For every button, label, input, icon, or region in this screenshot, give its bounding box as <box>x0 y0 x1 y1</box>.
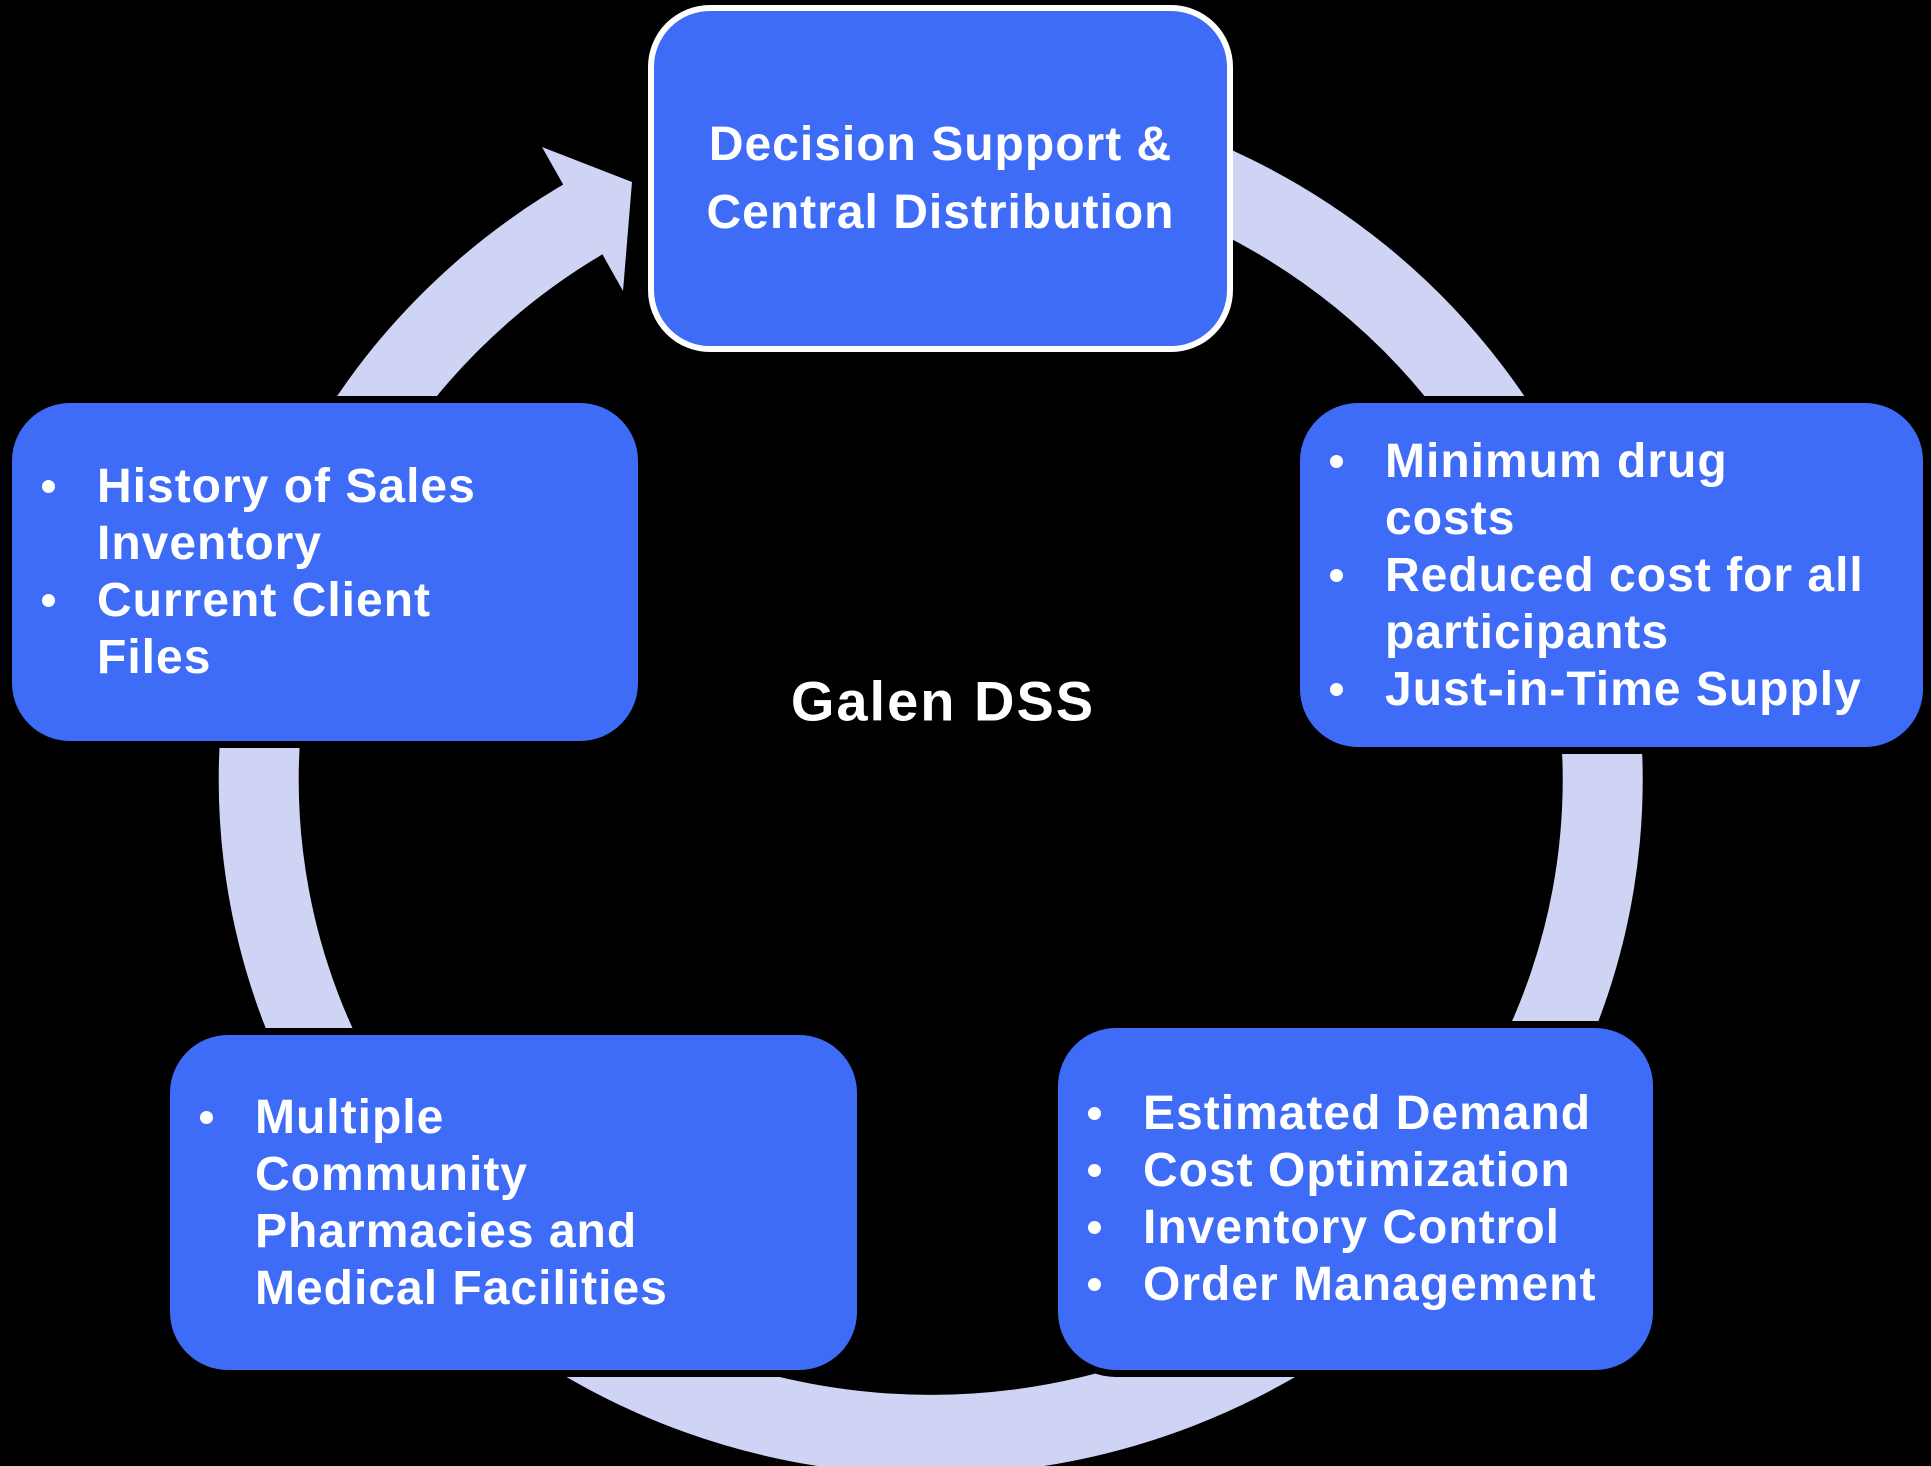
diagram-title: Galen DSS <box>790 669 1096 733</box>
list-item: Order Management <box>1088 1256 1633 1313</box>
bullet-dot-icon <box>1088 1107 1101 1120</box>
list-item: Inventory Control <box>1088 1199 1633 1256</box>
list-item: Current Client Files <box>42 572 618 686</box>
bullet-text: Current Client Files <box>97 574 432 684</box>
bullet-text: Estimated Demand <box>1143 1087 1592 1140</box>
bullet-text: Order Management <box>1143 1258 1597 1311</box>
list-item: Multiple Community Pharmacies and Medica… <box>200 1089 837 1317</box>
bullet-text: Minimum drug costs <box>1385 434 1728 545</box>
list-item: Just-in-Time Supply <box>1330 661 1903 718</box>
bullet-text: Cost Optimization <box>1143 1144 1571 1197</box>
bullet-dot-icon <box>1088 1278 1101 1291</box>
bullet-dot-icon <box>1330 454 1343 468</box>
bullet-dot-icon <box>42 480 55 493</box>
list-item: Estimated Demand <box>1088 1085 1633 1142</box>
bullet-text: History of Sales Inventory <box>97 460 476 570</box>
bullet-text: Reduced cost for all participants <box>1385 548 1864 659</box>
bullet-text: Just-in-Time Supply <box>1385 662 1862 716</box>
bullet-dot-icon <box>1088 1164 1101 1177</box>
node-top-line-2: Central Distribution <box>706 185 1175 239</box>
node-decision-support-central-distribution: Decision Support & Central Distribution <box>648 5 1233 352</box>
list-item: Minimum drug costs <box>1330 433 1903 547</box>
node-dss-functions: Estimated Demand Cost Optimization Inven… <box>1058 1028 1653 1370</box>
list-item: Cost Optimization <box>1088 1142 1633 1199</box>
bullet-dot-icon <box>1330 568 1343 582</box>
bullet-text: Inventory Control <box>1143 1201 1561 1254</box>
bullet-dot-icon <box>200 1110 213 1124</box>
bullet-list: Minimum drug costs Reduced cost for all … <box>1300 433 1923 718</box>
bullet-list: History of Sales Inventory Current Clien… <box>12 458 638 686</box>
node-community-pharmacies: Multiple Community Pharmacies and Medica… <box>170 1035 857 1370</box>
node-sales-history-client-files: History of Sales Inventory Current Clien… <box>12 403 638 741</box>
bullet-text: Multiple Community Pharmacies and Medica… <box>255 1090 668 1315</box>
bullet-dot-icon <box>42 594 55 607</box>
cycle-arrowhead-icon <box>542 147 632 291</box>
list-item: History of Sales Inventory <box>42 458 618 572</box>
list-item: Reduced cost for all participants <box>1330 547 1903 661</box>
bullet-list: Multiple Community Pharmacies and Medica… <box>170 1089 857 1317</box>
bullet-list: Estimated Demand Cost Optimization Inven… <box>1058 1085 1653 1313</box>
bullet-dot-icon <box>1088 1221 1101 1234</box>
node-top-line-1: Decision Support & <box>708 117 1173 171</box>
bullet-dot-icon <box>1330 682 1343 696</box>
node-cost-benefits: Minimum drug costs Reduced cost for all … <box>1300 403 1923 747</box>
